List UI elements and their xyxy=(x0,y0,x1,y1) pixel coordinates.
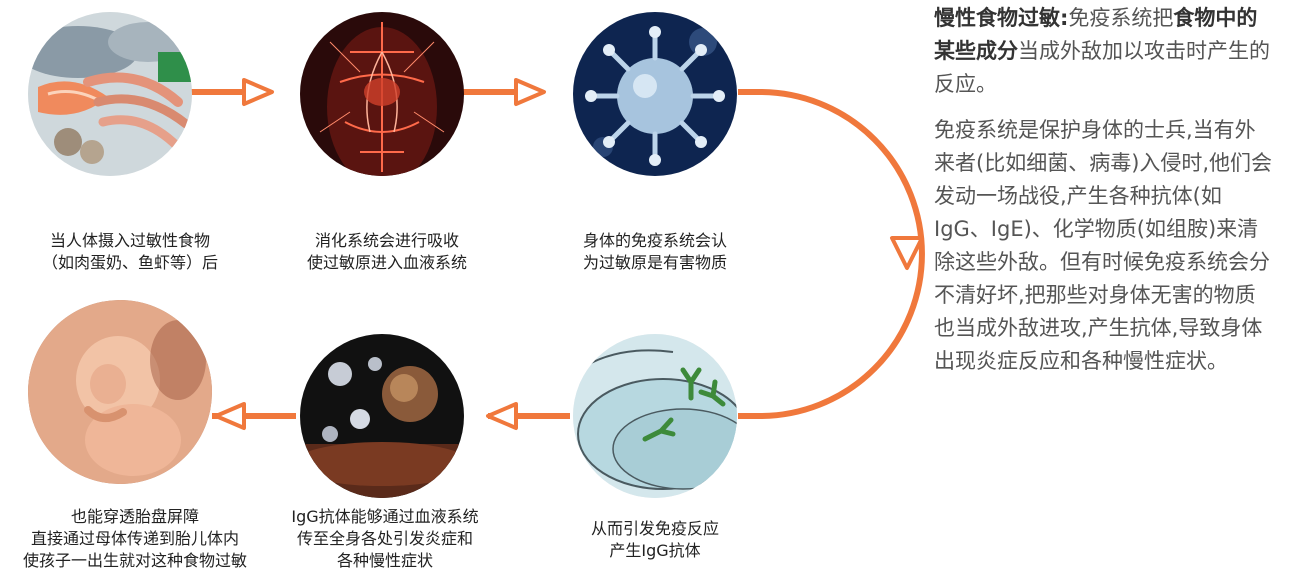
step-2-caption: 消化系统会进行吸收 使过敏原进入血液系统 xyxy=(292,230,482,274)
arrow-head-down xyxy=(892,238,922,268)
step-4-caption: 从而引发免疫反应 产生IgG抗体 xyxy=(570,518,740,562)
seafood-photo xyxy=(28,12,192,176)
explanation-panel: 慢性食物过敏:免疫系统把食物中的某些成分当成外敌加以攻击时产生的反应。 免疫系统… xyxy=(934,2,1274,378)
fetus-photo xyxy=(28,300,212,484)
step-6-caption: 也能穿透胎盘屏障 直接通过母体传递到胎儿体内 使孩子一出生就对这种食物过敏 xyxy=(0,506,270,572)
digestive-system-photo xyxy=(300,12,464,176)
arrow-head-2-3 xyxy=(516,80,544,104)
arrow-head-1-2 xyxy=(244,80,272,104)
step-3-caption: 身体的免疫系统会认 为过敏原是有害物质 xyxy=(565,230,745,274)
immune-cells-photo xyxy=(300,334,464,498)
antibody-illustration xyxy=(573,334,737,498)
definition-heading: 慢性食物过敏: xyxy=(934,6,1068,30)
definition-paragraph: 慢性食物过敏:免疫系统把食物中的某些成分当成外敌加以攻击时产生的反应。 xyxy=(934,2,1274,101)
explanation-paragraph: 免疫系统是保护身体的士兵,当有外来者(比如细菌、病毒)入侵时,他们会发动一场战役… xyxy=(934,114,1274,378)
arrow-head-4-5 xyxy=(488,404,516,428)
return-curve xyxy=(738,92,922,416)
step-5-caption: IgG抗体能够通过血液系统 传至全身各处引发炎症和 各种慢性症状 xyxy=(280,506,490,572)
arrow-head-5-6 xyxy=(216,404,244,428)
virus-photo xyxy=(573,12,737,176)
step-1-caption: 当人体摄入过敏性食物 （如肉蛋奶、鱼虾等）后 xyxy=(20,230,240,274)
